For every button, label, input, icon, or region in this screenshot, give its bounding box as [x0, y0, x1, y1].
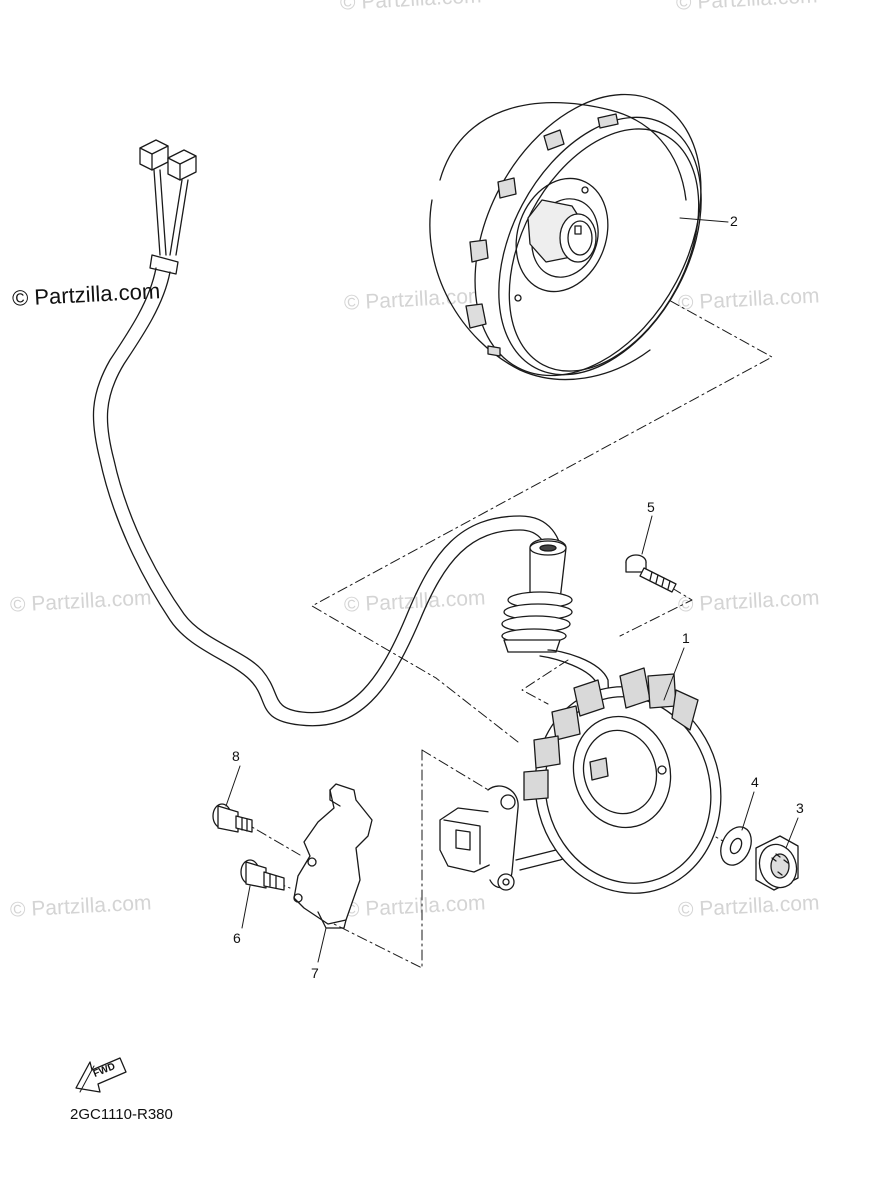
lead-holder-plate	[293, 783, 373, 929]
callout-5: 5	[647, 499, 655, 515]
screw-6	[240, 859, 285, 891]
fwd-arrow-icon	[75, 1057, 127, 1093]
callout-4: 4	[751, 774, 759, 790]
washer	[720, 826, 752, 866]
callout-7: 7	[311, 965, 319, 981]
flywheel-nut	[755, 835, 799, 891]
stator-bolt	[625, 554, 677, 593]
callout-1: 1	[682, 630, 690, 646]
callout-8: 8	[232, 748, 240, 764]
stator-coil-assembly	[523, 667, 722, 894]
callout-2: 2	[730, 213, 738, 229]
callout-leader-lines	[225, 217, 799, 963]
wire-harness	[92, 139, 563, 727]
diagram-code: 2GC1110-R380	[70, 1106, 173, 1123]
screw-8	[212, 803, 253, 833]
flywheel-rotor	[429, 93, 702, 381]
pickup-coil	[439, 785, 519, 891]
callout-3: 3	[796, 800, 804, 816]
callout-6: 6	[233, 930, 241, 946]
